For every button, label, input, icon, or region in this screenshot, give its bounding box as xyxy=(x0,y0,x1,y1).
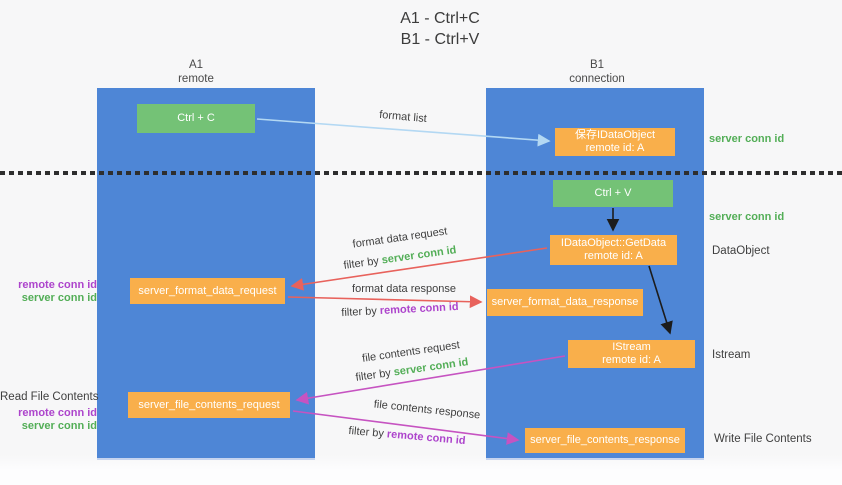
label-format-list: format list xyxy=(378,108,428,126)
filter-by-text: filter by xyxy=(341,305,381,320)
node-save-idataobject: 保存IDataObject remote id: A xyxy=(555,128,675,156)
node-getdata-line2: remote id: A xyxy=(584,250,643,262)
node-server-file-contents-request: server_file_contents_request xyxy=(128,392,290,418)
node-file-request-label: server_file_contents_request xyxy=(138,398,280,411)
node-getdata-line1: IDataObject::GetData xyxy=(560,237,667,249)
node-istream: IStream remote id: A xyxy=(568,340,695,368)
filter-by-text: filter by xyxy=(342,254,383,272)
label-dataobject: DataObject xyxy=(712,245,770,257)
lane-a1-id: A1 xyxy=(188,59,204,71)
title-line-1: A1 - Ctrl+C xyxy=(400,10,480,27)
node-server-file-contents-response: server_file_contents_response xyxy=(525,428,685,453)
label-remote-conn-id-1: remote conn id xyxy=(18,279,97,291)
label-server-conn-id-2: server conn id xyxy=(21,420,97,432)
node-server-format-data-response: server_format_data_response xyxy=(487,289,643,316)
node-idataobject-getdata: IDataObject::GetData remote id: A xyxy=(550,235,677,265)
label-file-contents-response: file contents response xyxy=(373,398,481,422)
remote-conn-id-text: remote conn id xyxy=(386,428,466,448)
filter-by-text: filter by xyxy=(348,424,388,441)
label-filter-remote-2: filter by remote conn id xyxy=(348,425,466,447)
label-istream: Istream xyxy=(712,349,751,361)
node-save-line1: 保存IDataObject xyxy=(574,129,656,141)
node-ctrl-c: Ctrl + C xyxy=(137,104,255,133)
filter-by-text: filter by xyxy=(354,366,395,384)
remote-conn-id-text: remote conn id xyxy=(379,300,459,318)
label-server-conn-id-mid: server conn id xyxy=(709,211,785,223)
node-ctrl-v: Ctrl + V xyxy=(553,180,673,207)
diagram-title: A1 - Ctrl+C B1 - Ctrl+V xyxy=(330,8,550,50)
dotted-divider-line xyxy=(0,171,842,175)
label-filter-remote-1: filter by remote conn id xyxy=(341,301,459,319)
label-read-file-contents: Read File Contents xyxy=(0,391,99,403)
node-istream-line1: IStream xyxy=(612,341,651,353)
title-line-2: B1 - Ctrl+V xyxy=(400,31,480,48)
lane-a1-sublabel: remote xyxy=(178,73,214,85)
lane-b1-id: B1 xyxy=(589,59,605,71)
server-conn-id-text: server conn id xyxy=(392,356,470,379)
node-format-response-label: server_format_data_response xyxy=(491,296,639,308)
node-istream-line2: remote id: A xyxy=(602,354,661,366)
label-pair-file: remote conn id server conn id xyxy=(0,407,97,433)
label-write-file-contents: Write File Contents xyxy=(714,433,812,445)
node-ctrl-v-label: Ctrl + V xyxy=(594,187,632,199)
node-server-format-data-request: server_format_data_request xyxy=(130,278,285,304)
lane-header-a1: A1 remote xyxy=(116,58,276,86)
lane-b1-sublabel: connection xyxy=(569,73,625,85)
label-format-data-response: format data response xyxy=(352,283,456,295)
node-ctrl-c-label: Ctrl + C xyxy=(177,112,215,124)
lane-header-b1: B1 connection xyxy=(517,58,677,86)
label-remote-conn-id-2: remote conn id xyxy=(18,407,97,419)
server-conn-id-text: server conn id xyxy=(380,244,458,267)
node-save-line2: remote id: A xyxy=(585,142,645,154)
label-server-conn-id-top: server conn id xyxy=(709,133,785,145)
node-format-request-label: server_format_data_request xyxy=(138,284,277,297)
node-file-response-label: server_file_contents_response xyxy=(530,434,680,446)
label-pair-format: remote conn id server conn id xyxy=(0,279,97,305)
label-server-conn-id-1: server conn id xyxy=(21,292,97,304)
